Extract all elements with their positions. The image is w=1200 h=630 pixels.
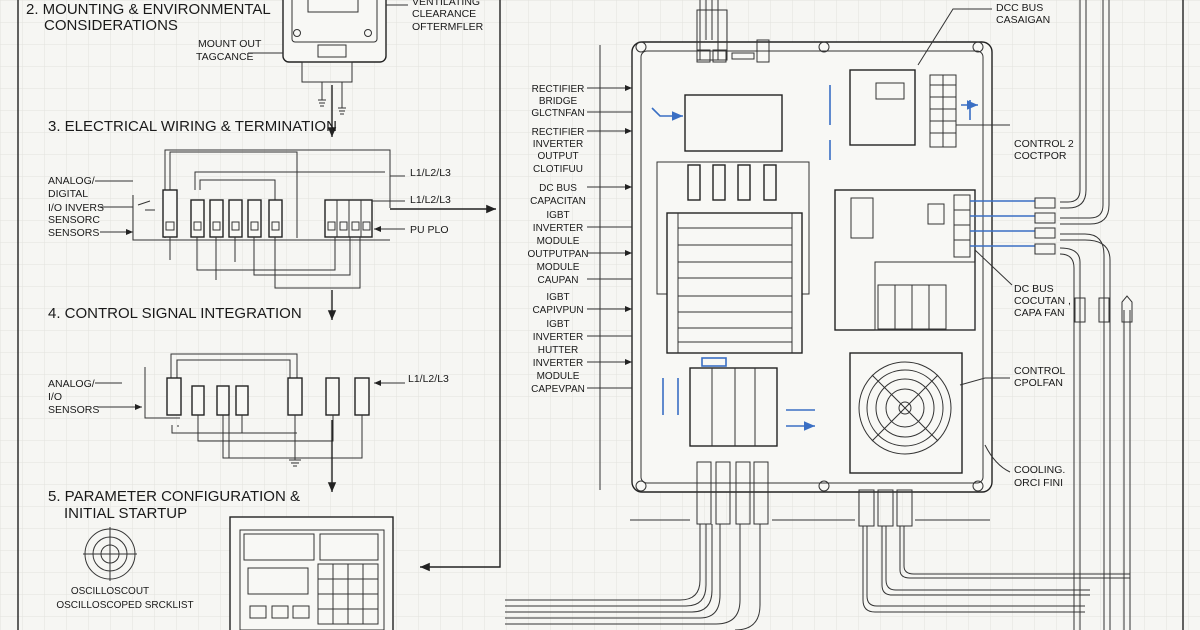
section-2-subtitle: CONSIDERATIONS bbox=[44, 17, 178, 34]
section-5-subtitle: INITIAL STARTUP bbox=[64, 505, 187, 522]
vent-label: OFTERMFLER bbox=[412, 21, 484, 33]
line-label: L1/L2/L3 bbox=[410, 194, 451, 206]
drive-unit-small bbox=[282, 0, 387, 115]
component-label: CLOTIFUU bbox=[533, 164, 583, 175]
output-module bbox=[689, 357, 778, 447]
scope-label: OSCILLOSCOPED SRCKLIST bbox=[56, 600, 193, 611]
component-label: RECTIFIER bbox=[532, 127, 585, 138]
vent-label: CLEARANCE bbox=[412, 8, 476, 20]
enclosure-left-labels: RECTIFIERBRIDGEGLCTNFANRECTIFIERINVERTER… bbox=[528, 84, 632, 395]
section-2-title: 2. MOUNTING & ENVIRONMENTAL bbox=[26, 1, 271, 18]
control-input-label: ANALOG/ bbox=[48, 378, 95, 390]
wiring-input-label: ANALOG/ bbox=[48, 175, 95, 187]
section-3-title: 3. ELECTRICAL WIRING & TERMINATION bbox=[48, 118, 337, 135]
flow-connector-to-startup bbox=[420, 0, 501, 572]
component-label: OUTPUTPAN bbox=[528, 249, 589, 260]
section-2-mounting: 2. MOUNTING & ENVIRONMENTAL CONSIDERATIO… bbox=[26, 0, 484, 137]
terminal-block-left bbox=[162, 189, 283, 238]
component-label: CAPACITAN bbox=[530, 196, 586, 207]
component-label: IGBT bbox=[546, 210, 569, 221]
component-label: MODULE bbox=[537, 236, 580, 247]
control-label: CONTROL 2 bbox=[1014, 138, 1074, 150]
wiring-input-label: SENSORS bbox=[48, 227, 99, 239]
component-label: BRIDGE bbox=[539, 96, 578, 107]
wiring-input-label: DIGITAL bbox=[48, 188, 88, 200]
component-label: MODULE bbox=[537, 262, 580, 273]
component-label: CAUPAN bbox=[538, 275, 579, 286]
component-label: INVERTER bbox=[533, 139, 583, 150]
fan-label: CONTROL bbox=[1014, 365, 1065, 377]
right-cables bbox=[1034, 0, 1133, 630]
section-5-title: 5. PARAMETER CONFIGURATION & bbox=[48, 488, 300, 505]
control-board bbox=[849, 69, 916, 146]
control-input-label: I/O bbox=[48, 391, 62, 403]
component-label: INVERTER bbox=[533, 223, 583, 234]
keypad-operator-panel bbox=[229, 516, 394, 630]
component-label: IGBT bbox=[546, 292, 569, 303]
fan-label: COOLING. bbox=[1014, 464, 1065, 476]
enclosure-right-labels: DCC BUS CASAIGAN CONTROL 2 COCTPOR DC BU… bbox=[917, 2, 1074, 489]
rectifier-bridge bbox=[684, 94, 783, 152]
dc-bus-label: CASAIGAN bbox=[996, 14, 1050, 26]
line-label: L1/L2/L3 bbox=[408, 373, 449, 385]
section-4-title: 4. CONTROL SIGNAL INTEGRATION bbox=[48, 305, 302, 322]
scope-label: OSCILLOSCOUT bbox=[71, 586, 149, 597]
section-5-startup: 5. PARAMETER CONFIGURATION & INITIAL STA… bbox=[48, 488, 394, 630]
component-label: MODULE bbox=[537, 371, 580, 382]
fan-label: CPOLFAN bbox=[1014, 377, 1063, 389]
bottom-cable-glands bbox=[696, 461, 913, 527]
component-label: HUTTER bbox=[538, 345, 579, 356]
vent-label: VENTILATING bbox=[412, 0, 480, 8]
dc-bus-label: DCC BUS bbox=[996, 2, 1043, 14]
section-4-control: 4. CONTROL SIGNAL INTEGRATION ANALOG/ I/… bbox=[48, 305, 449, 492]
component-label: OUTPUT bbox=[537, 151, 578, 162]
component-label: INVERTER bbox=[533, 358, 583, 369]
mount-label: MOUNT OUT bbox=[198, 38, 262, 50]
dc-bus-capacitors bbox=[687, 164, 777, 201]
cooling-fan bbox=[849, 352, 963, 474]
pu-plo-label: PU PLO bbox=[410, 224, 449, 236]
component-label: DC BUS bbox=[539, 183, 577, 194]
oscilloscope-icon bbox=[83, 527, 137, 581]
component-label: GLCTNFAN bbox=[531, 108, 584, 119]
dc-bus-label: CAPA FAN bbox=[1014, 307, 1065, 319]
terminal-block-right bbox=[324, 199, 373, 238]
dc-bus-label: COCUTAN , bbox=[1014, 295, 1071, 307]
component-label: IGBT bbox=[546, 319, 569, 330]
fan-label: ORCI FINI bbox=[1014, 477, 1063, 489]
component-label: RECTIFIER bbox=[532, 84, 585, 95]
line-label: L1/L2/L3 bbox=[410, 167, 451, 179]
dc-bus-label: DC BUS bbox=[1014, 283, 1054, 295]
wiring-input-label: I/O INVERS bbox=[48, 202, 104, 214]
component-label: INVERTER bbox=[533, 332, 583, 343]
igbt-inverter-module bbox=[666, 212, 803, 354]
mount-label: TAGCANCE bbox=[196, 51, 254, 63]
component-label: CAPEVPAN bbox=[531, 384, 585, 395]
control-input-label: SENSORS bbox=[48, 404, 99, 416]
section-3-wiring: 3. ELECTRICAL WIRING & TERMINATION ANALO… bbox=[48, 118, 496, 320]
wiring-input-label: SENSORC bbox=[48, 214, 100, 226]
control-label: COCTPOR bbox=[1014, 150, 1067, 162]
component-label: CAPIVPUN bbox=[532, 305, 583, 316]
drive-enclosure bbox=[505, 0, 1130, 630]
